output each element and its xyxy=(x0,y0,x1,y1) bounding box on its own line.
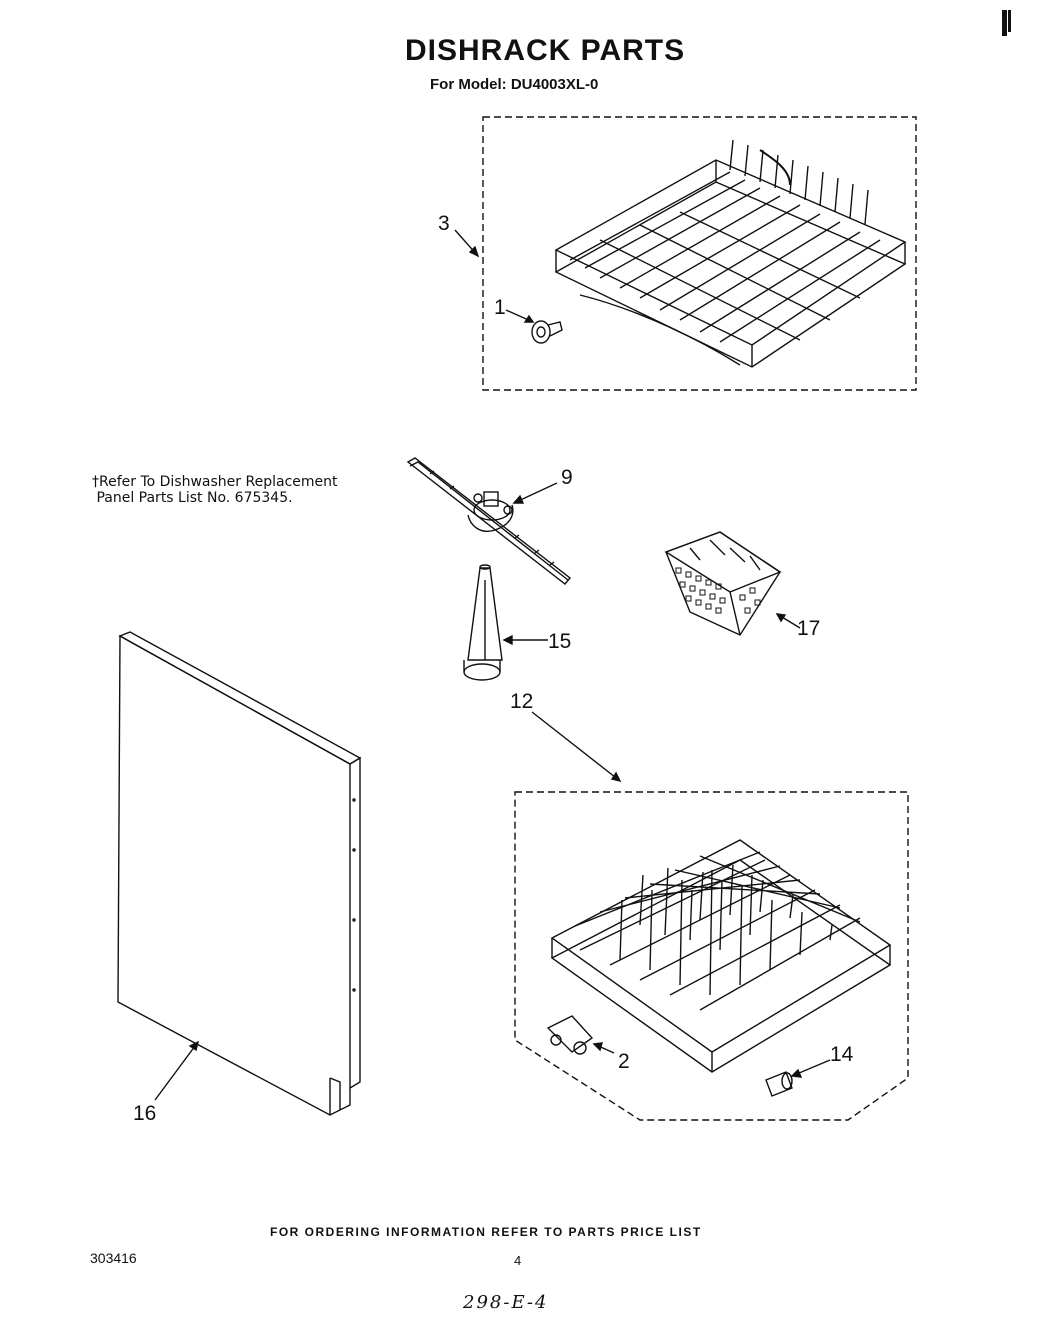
page-number: 4 xyxy=(514,1253,522,1268)
callout-3: 3 xyxy=(438,212,450,235)
callout-2: 2 xyxy=(618,1050,630,1073)
arrow-14 xyxy=(790,1068,803,1078)
arrow-17 xyxy=(775,613,787,623)
lower-rack-group-box xyxy=(514,791,909,1121)
leader-12 xyxy=(531,711,621,782)
ordering-info: FOR ORDERING INFORMATION REFER TO PARTS … xyxy=(270,1225,702,1239)
callout-1: 1 xyxy=(494,296,506,319)
arrow-16 xyxy=(188,1040,200,1052)
upper-rack xyxy=(554,139,907,368)
part-17-silverware-basket xyxy=(664,531,782,636)
arrow-12 xyxy=(610,771,622,783)
callout-12: 12 xyxy=(510,690,534,713)
part-2-rack-clip xyxy=(546,1015,594,1055)
document-number: 303416 xyxy=(90,1250,137,1266)
corner-mark xyxy=(1008,10,1011,32)
part-16-panel xyxy=(117,631,362,1116)
arrow-3 xyxy=(468,245,480,258)
part-1-stud xyxy=(531,320,563,344)
arrow-15 xyxy=(502,634,513,646)
note-line-1: †Refer To Dishwasher Replacement xyxy=(92,474,338,490)
arrow-2 xyxy=(592,1042,603,1052)
model-line: For Model: DU4003XL-0 xyxy=(430,76,599,93)
page-title: DISHRACK PARTS xyxy=(405,34,686,67)
upper-rack-group-box xyxy=(482,116,917,391)
lower-rack xyxy=(550,839,892,1073)
corner-mark xyxy=(1002,10,1007,36)
callout-15: 15 xyxy=(548,630,572,653)
callout-14: 14 xyxy=(830,1043,854,1066)
arrow-9 xyxy=(512,494,525,504)
replacement-panel-note: †Refer To Dishwasher Replacement Panel P… xyxy=(92,474,338,506)
handwritten-note: 298-E-4 xyxy=(463,1292,549,1313)
callout-17: 17 xyxy=(797,617,821,640)
callout-16: 16 xyxy=(133,1102,157,1125)
note-line-2: Panel Parts List No. 675345. xyxy=(92,490,293,506)
arrow-1 xyxy=(523,314,535,323)
part-14-rack-roller xyxy=(765,1071,793,1097)
leader-16 xyxy=(154,1041,199,1101)
part-9-spray-arm xyxy=(406,457,572,585)
callout-9: 9 xyxy=(561,466,573,489)
part-15-spray-tube xyxy=(463,564,503,681)
